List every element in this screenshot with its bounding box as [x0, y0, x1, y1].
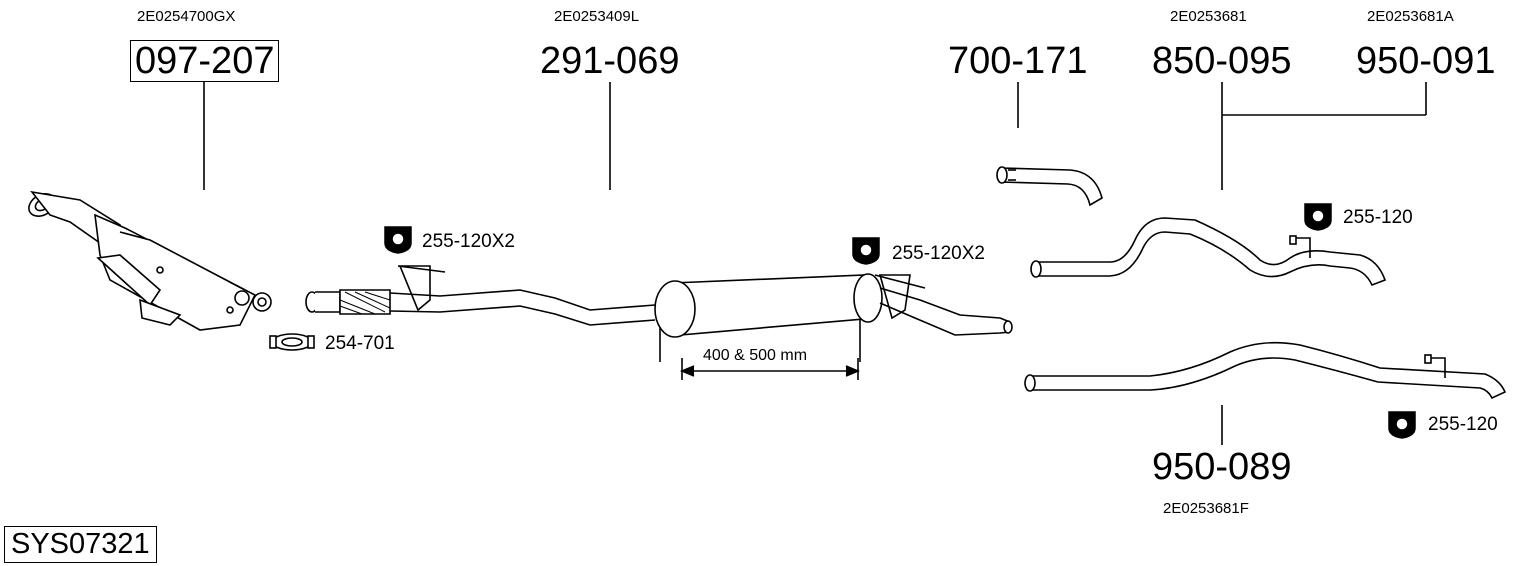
oe-number: 2E0253681F — [1163, 500, 1249, 517]
rubber-hanger-icon — [384, 226, 412, 254]
part-number-097-207[interactable]: 097-207 — [130, 40, 280, 82]
part-number-950-091[interactable]: 950-091 — [1356, 40, 1496, 82]
system-code: SYS07321 — [4, 526, 157, 563]
tail-piece-700-171-drawing — [996, 166, 1103, 207]
pipe-clamp-icon — [269, 333, 315, 351]
part-number-950-089[interactable]: 950-089 — [1152, 446, 1292, 488]
dimension-label: 400 & 500 mm — [703, 347, 808, 364]
oe-number: 2E0253681A — [1367, 8, 1454, 25]
rubber-hanger-icon — [1388, 411, 1416, 439]
accessory-label[interactable]: 254-701 — [325, 333, 395, 354]
oe-number: 2E0254700GX — [137, 8, 236, 25]
rubber-hanger-icon — [852, 237, 880, 265]
accessory-label[interactable]: 255-120X2 — [892, 243, 985, 264]
front-pipe-drawing — [305, 265, 656, 326]
rear-pipe-950-089-drawing — [1024, 341, 1507, 400]
rear-pipe-850-095-drawing — [1030, 217, 1387, 287]
dpf-catalyst-drawing — [28, 190, 272, 331]
accessory-label[interactable]: 255-120 — [1428, 414, 1498, 435]
part-number-700-171[interactable]: 700-171 — [948, 40, 1088, 82]
part-number-291-069[interactable]: 291-069 — [540, 40, 680, 82]
oe-number: 2E0253681 — [1170, 8, 1247, 25]
oe-number: 2E0253409L — [554, 8, 640, 25]
accessory-label[interactable]: 255-120 — [1343, 207, 1413, 228]
rubber-hanger-icon — [1304, 203, 1332, 231]
accessory-label[interactable]: 255-120X2 — [422, 231, 515, 252]
middle-muffler-drawing — [654, 273, 1013, 338]
part-number-850-095[interactable]: 850-095 — [1152, 40, 1292, 82]
